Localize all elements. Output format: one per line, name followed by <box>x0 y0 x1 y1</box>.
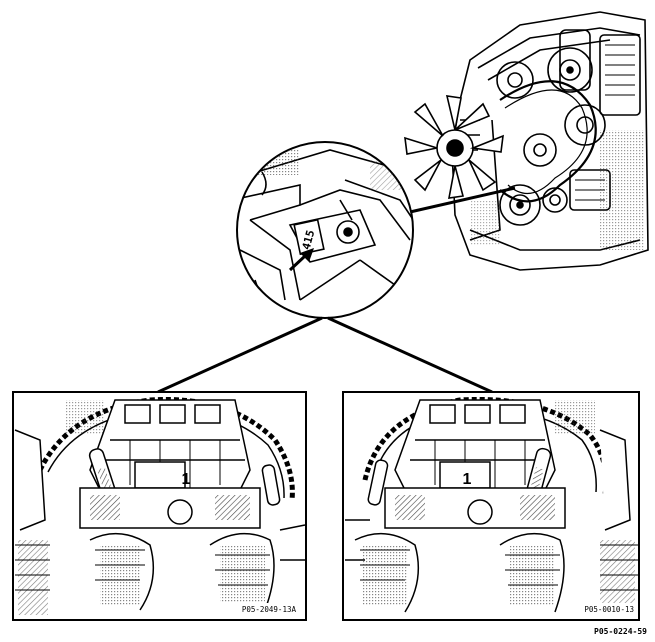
engine-overview-illustration <box>404 11 649 271</box>
detail-connector-lines <box>157 316 493 394</box>
right-callout-number: 1 <box>463 471 472 488</box>
right-panel-code: P05-0010-13 <box>584 605 634 614</box>
magnified-detail-circle: 415 <box>236 141 414 319</box>
left-panel-code: P05-2049-13A <box>242 605 297 614</box>
left-callout-number: 1 <box>182 471 191 488</box>
timing-mark-value: 415 <box>300 229 318 252</box>
left-detail-panel: 1 P05-2049-13A <box>12 391 307 621</box>
right-detail-panel: 1 P05-0010-13 <box>342 391 640 621</box>
figure-code: P05-0224-59 <box>594 627 647 636</box>
arrow-icon <box>288 248 314 272</box>
magnifier-connector-line <box>409 186 516 214</box>
